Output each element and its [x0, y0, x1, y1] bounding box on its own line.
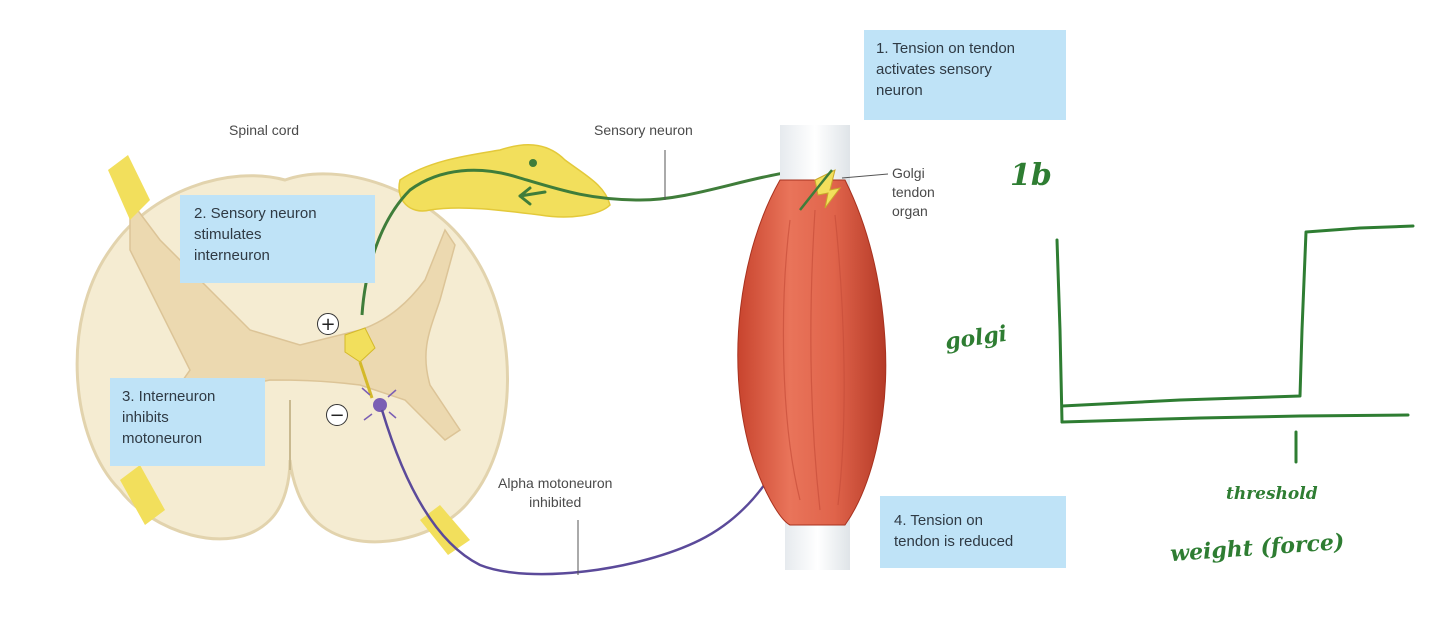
- callout-step-2: 2. Sensory neuron stimulates interneuron: [180, 195, 375, 283]
- golgi-tendon-organ-label: Golgi tendon organ: [892, 165, 935, 219]
- graph-x-axis: [1060, 413, 1410, 424]
- fiber-type-note: 1b: [1010, 158, 1052, 193]
- callout-step-3: 3. Interneuron inhibits motoneuron: [110, 378, 265, 466]
- sensory-neuron: [360, 144, 831, 316]
- sensory-neuron-label: Sensory neuron: [594, 122, 693, 138]
- ventral-root-right: [420, 505, 470, 555]
- alpha-motoneuron-label: Alpha motoneuron inhibited: [498, 475, 613, 510]
- sensory-cell-body: [529, 159, 537, 167]
- golgi-leader: [841, 173, 889, 179]
- callout-step-1: 1. Tension on tendon activates sensory n…: [864, 30, 1066, 120]
- response-curve: [1060, 224, 1415, 408]
- excitatory-sign: +: [317, 313, 339, 335]
- dorsal-root-left: [108, 155, 150, 220]
- graph-y-axis: [1055, 238, 1064, 424]
- dorsal-root-ganglion: [398, 144, 611, 218]
- spinal-cord-label: Spinal cord: [229, 122, 300, 138]
- tendon-top: [780, 125, 850, 190]
- golgi-tendon-organ: [814, 169, 842, 209]
- inhibitory-sign: −: [326, 404, 348, 426]
- sensory-axon: [360, 166, 831, 316]
- muscle-belly: [737, 179, 887, 526]
- graph-threshold-label: threshold: [1226, 484, 1318, 504]
- muscle: [737, 125, 889, 570]
- interneuron: [344, 327, 376, 399]
- direction-arrow: [518, 186, 547, 206]
- ventral-root-left: [120, 465, 165, 525]
- callout-step-4: 4. Tension on tendon is reduced: [880, 496, 1066, 568]
- handwritten-graph: [1055, 224, 1415, 464]
